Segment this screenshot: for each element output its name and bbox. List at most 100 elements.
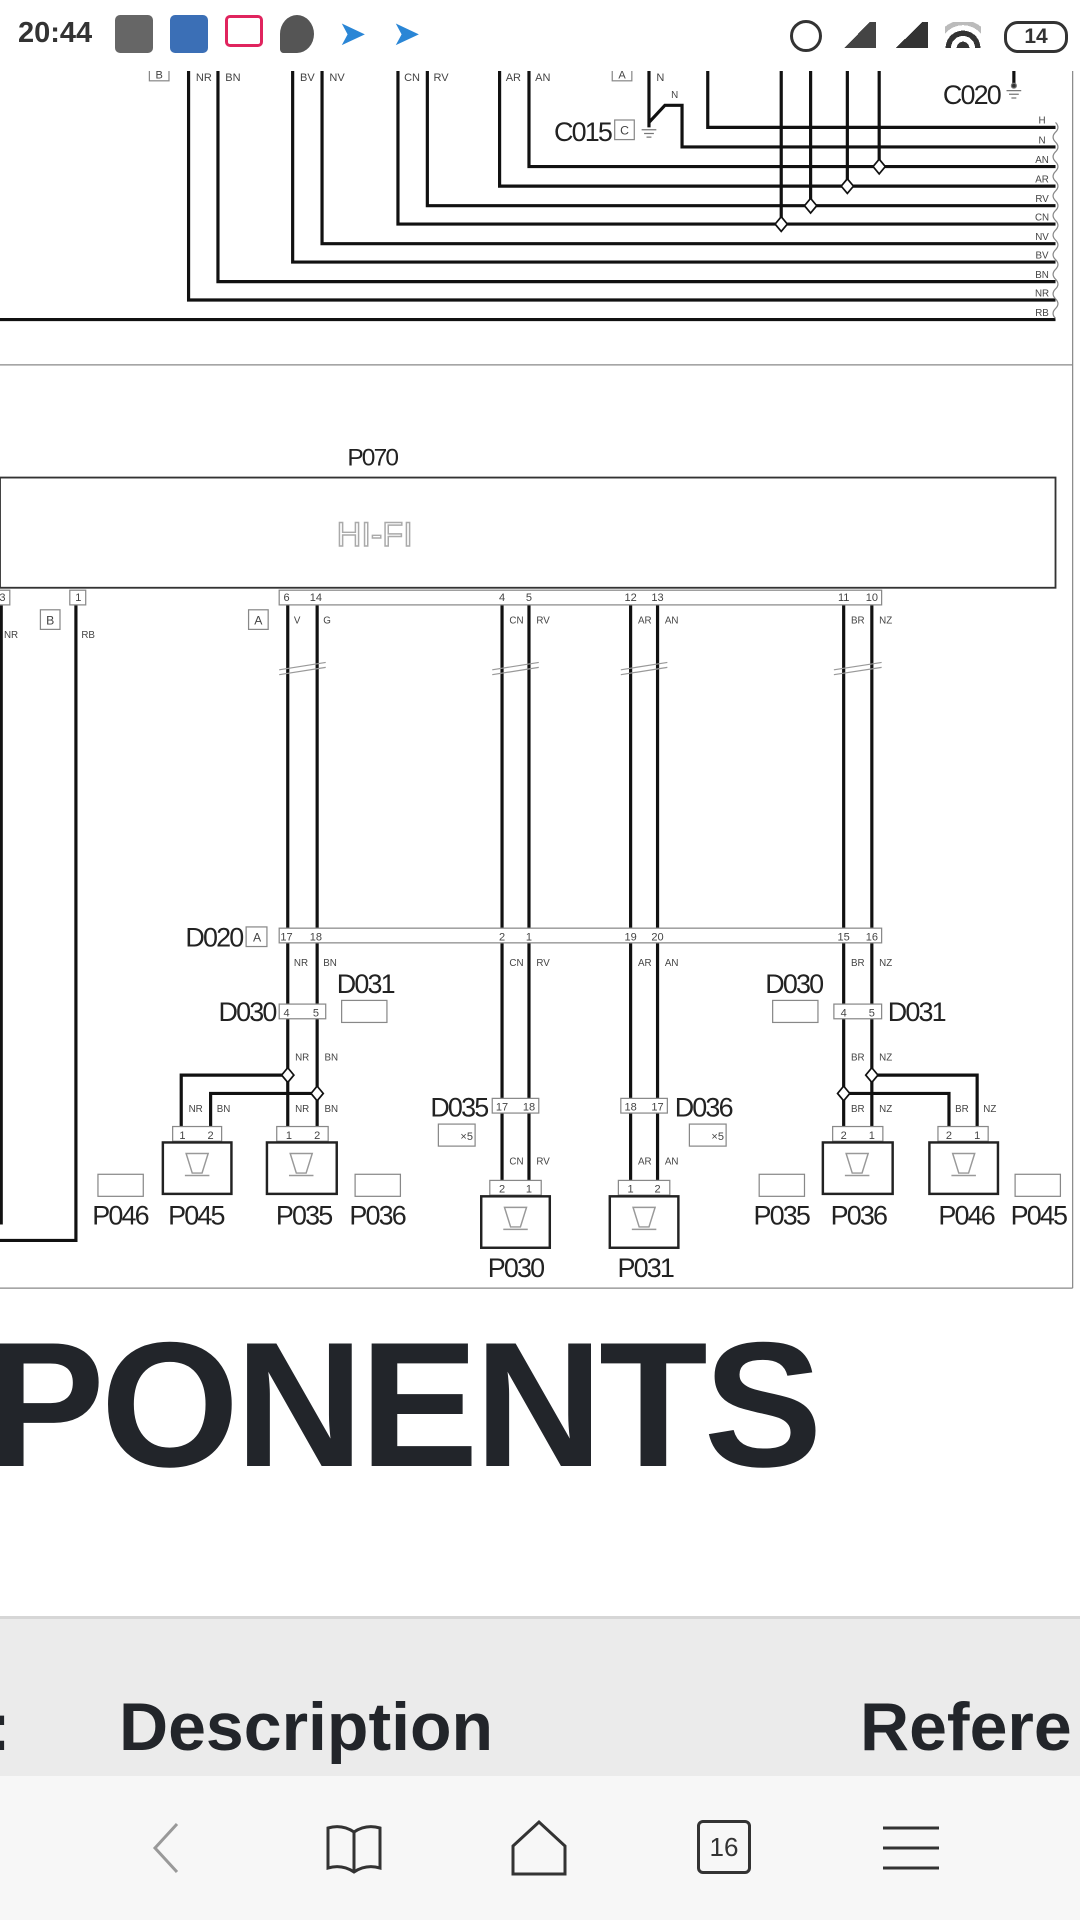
signal-icon: [890, 22, 928, 48]
speaker-boxes: [161, 1141, 1000, 1249]
pin-number: 17: [496, 1102, 508, 1114]
alarm-icon: [790, 20, 822, 52]
app-u-icon: [115, 15, 153, 53]
pin-number: 2: [654, 1184, 660, 1196]
pin-number: 1: [75, 592, 81, 604]
menu-icon[interactable]: [879, 1816, 943, 1880]
bus-label: AR: [1035, 174, 1049, 185]
connector-label: A: [253, 931, 262, 945]
wire-label: BR: [851, 958, 865, 969]
connector-label: B: [46, 613, 54, 627]
pin-number: 2: [208, 1130, 214, 1142]
wire-label: AR: [638, 615, 652, 626]
pin-number: 14: [310, 592, 322, 604]
wire-label: AR: [638, 958, 652, 969]
wire-label: CN: [509, 958, 523, 969]
component-label: C020: [943, 80, 1001, 110]
component-label: P045: [168, 1200, 224, 1230]
pin-number: 18: [523, 1102, 535, 1114]
wire-label: NR: [196, 72, 212, 84]
wifi-icon: [945, 22, 981, 48]
component-label: P036: [831, 1200, 887, 1230]
wire-label: BV: [300, 72, 315, 84]
component-label: P070: [347, 444, 398, 471]
section-heading: PONENTS: [0, 1305, 822, 1504]
wire-label: NZ: [879, 615, 892, 626]
component-label: P036: [349, 1200, 405, 1230]
wire-label: RB: [81, 630, 95, 641]
bus-label: N: [1039, 135, 1046, 146]
pin-number: 5: [313, 1007, 319, 1019]
component-label: D020: [185, 923, 243, 953]
pin-number: 1: [179, 1130, 185, 1142]
tabs-button[interactable]: 16: [697, 1820, 751, 1874]
wire-label: N: [656, 72, 664, 84]
clock: 20:44: [18, 17, 93, 49]
pin-number: 4: [499, 592, 505, 604]
wire-label: AN: [665, 958, 679, 969]
bus-label: RB: [1035, 308, 1049, 319]
wire-label: BR: [955, 1104, 969, 1115]
wire-label: NZ: [983, 1104, 996, 1115]
component-label: P031: [618, 1253, 674, 1283]
bus-label: H: [1039, 116, 1046, 127]
component-label: P030: [488, 1253, 544, 1283]
wire-label: BN: [323, 958, 337, 969]
wire-label: BN: [324, 1104, 338, 1115]
wire-label: BR: [851, 1052, 865, 1063]
pin-number: 17: [651, 1102, 663, 1114]
pin-number: 4: [841, 1007, 847, 1019]
wire-label: BN: [225, 72, 240, 84]
home-icon[interactable]: [507, 1816, 571, 1880]
wire-label: AN: [665, 1156, 679, 1167]
wire-label: V: [294, 615, 301, 626]
pin-number: 6: [283, 592, 289, 604]
browser-nav-bar: 16: [0, 1776, 1080, 1920]
pin-number: 2: [841, 1130, 847, 1142]
pin-number: 17: [280, 931, 292, 943]
component-label: P045: [1011, 1200, 1067, 1230]
column-header-reference: Refere: [860, 1689, 1072, 1765]
bus-label: RV: [1035, 194, 1049, 205]
back-icon[interactable]: [137, 1816, 201, 1880]
connector-label: B: [156, 69, 163, 81]
column-header-description: Description: [119, 1689, 494, 1765]
pin-number: 1: [526, 1184, 532, 1196]
component-label: C015: [554, 117, 612, 147]
bookmarks-icon[interactable]: [322, 1816, 386, 1880]
pin-number: 3: [0, 592, 6, 604]
battery-icon: 14: [1004, 21, 1068, 53]
wire-label: RV: [433, 72, 449, 84]
twist-marks: [279, 661, 882, 676]
wire-label: CN: [509, 1156, 523, 1167]
column-header-code: :: [0, 1688, 11, 1766]
bus-label: BV: [1036, 250, 1050, 261]
hifi-unit-label: HI-FI: [337, 516, 413, 554]
wire-label: AN: [535, 72, 550, 84]
component-label: D035: [430, 1093, 488, 1123]
wire-label: AR: [506, 72, 521, 84]
pin-number: 13: [651, 592, 663, 604]
connector-boxes: [0, 63, 1062, 1197]
pin-number: 2: [946, 1130, 952, 1142]
component-label: D036: [675, 1093, 733, 1123]
wire-label: NR: [295, 1104, 309, 1115]
pin-number: 1: [526, 931, 532, 943]
wire-label: NR: [189, 1104, 203, 1115]
component-label: P046: [92, 1200, 148, 1230]
pin-number: 15: [838, 931, 850, 943]
wire-label: BR: [851, 1104, 865, 1115]
status-bar: 20:44 ➤ ➤ 14: [0, 0, 1080, 71]
connector-label: C: [620, 124, 629, 138]
component-label: D030: [218, 997, 276, 1027]
pin-number: 19: [624, 931, 636, 943]
wire-label: CN: [509, 615, 523, 626]
wire-label: CN: [404, 72, 420, 84]
bus-label: NV: [1035, 232, 1049, 243]
weather-icon: [280, 15, 314, 53]
pin-number: 1: [628, 1184, 634, 1196]
pin-number: 5: [869, 1007, 875, 1019]
wire-label: RV: [536, 958, 550, 969]
component-label: P035: [276, 1200, 332, 1230]
wire-label: RV: [536, 1156, 550, 1167]
